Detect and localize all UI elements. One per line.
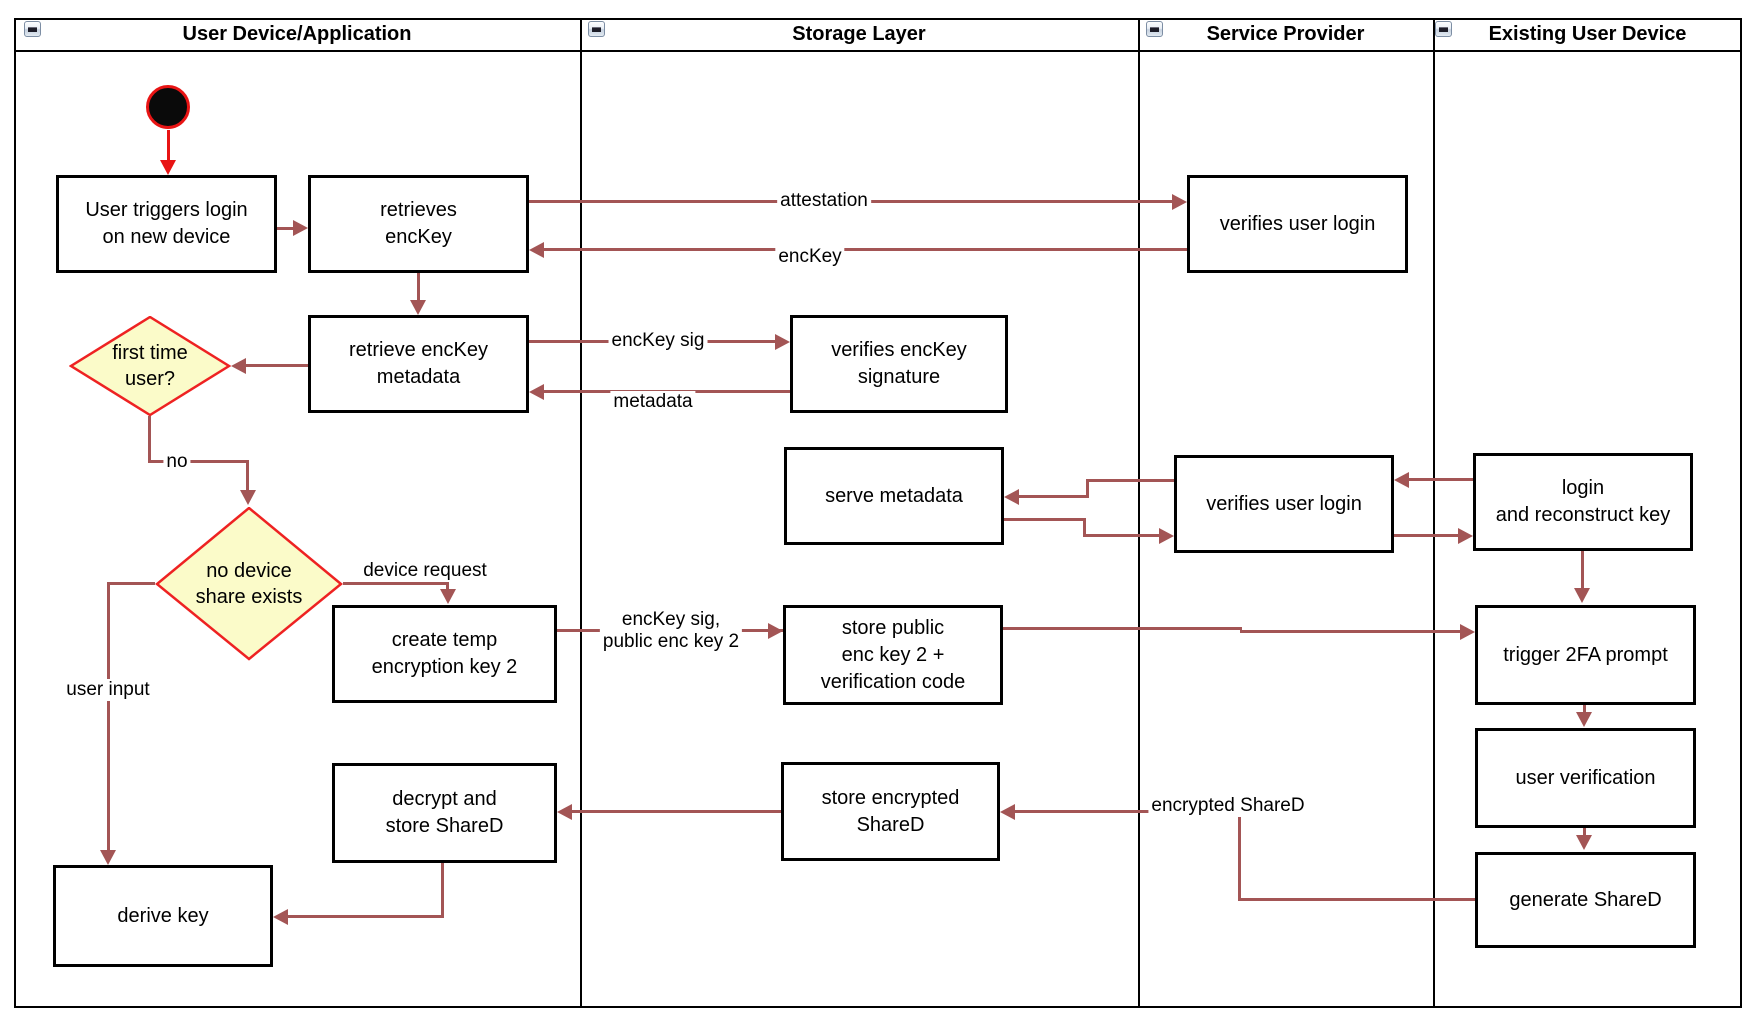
node-login-reconstruct-key[interactable]: login and reconstruct key bbox=[1473, 453, 1693, 551]
node-retrieve-enckey-metadata[interactable]: retrieve encKey metadata bbox=[308, 315, 529, 413]
edge-label-metadata: metadata bbox=[610, 391, 696, 413]
edge-user-input-line bbox=[107, 582, 110, 851]
node-generate-shared[interactable]: generate ShareD bbox=[1475, 852, 1696, 948]
edge-encrypted-shared-line bbox=[1238, 812, 1241, 900]
node-verifies-user-login-1[interactable]: verifies user login bbox=[1187, 175, 1408, 273]
node-verifies-user-login-2[interactable]: verifies user login bbox=[1174, 455, 1394, 553]
edge-label-device-request: device request bbox=[360, 560, 490, 582]
decision-first-time-user[interactable]: first time user? bbox=[69, 316, 231, 416]
node-trigger-2fa[interactable]: trigger 2FA prompt bbox=[1475, 605, 1696, 705]
node-store-encrypted-shared[interactable]: store encrypted ShareD bbox=[781, 762, 1000, 861]
edge-line bbox=[1583, 705, 1586, 714]
edge-line bbox=[1083, 518, 1086, 537]
node-user-triggers-login[interactable]: User triggers login on new device bbox=[56, 175, 277, 273]
edge-label-encrypted-shared: encrypted ShareD bbox=[1148, 795, 1308, 817]
edge-line bbox=[1086, 479, 1174, 482]
arrowhead bbox=[1458, 528, 1473, 544]
arrowhead bbox=[1576, 835, 1592, 850]
arrowhead bbox=[1576, 712, 1592, 727]
edge-label-no: no bbox=[163, 451, 191, 473]
lane-header-user-device: User Device/Application bbox=[182, 22, 412, 45]
edge-label-enckey-sig-public: encKey sig, public enc key 2 bbox=[599, 609, 743, 653]
edge-enckey-line bbox=[544, 248, 1187, 251]
lane-divider-3 bbox=[1433, 18, 1435, 1008]
node-retrieves-enckey[interactable]: retrieves encKey bbox=[308, 175, 529, 273]
edge-line bbox=[417, 273, 420, 301]
edge-label-attestation: attestation bbox=[777, 190, 871, 212]
arrowhead bbox=[293, 220, 308, 236]
edge-line bbox=[1086, 479, 1089, 497]
lane-header-existing-device: Existing User Device bbox=[1488, 22, 1687, 45]
collapse-minus-icon[interactable] bbox=[24, 21, 41, 37]
node-verifies-enckey-signature[interactable]: verifies encKey signature bbox=[790, 315, 1008, 413]
edge-line bbox=[1004, 518, 1086, 521]
edge-line bbox=[1583, 828, 1586, 837]
edge-label-user-input: user input bbox=[63, 679, 153, 701]
lane-divider-2 bbox=[1138, 18, 1140, 1008]
lane-header-underline bbox=[14, 50, 1742, 52]
arrowhead bbox=[1004, 489, 1019, 505]
edge-line bbox=[1409, 478, 1473, 481]
decision-label: no device share exists bbox=[195, 560, 303, 608]
edge-device-request-line bbox=[446, 582, 449, 590]
edge-no-line bbox=[148, 460, 249, 463]
arrowhead bbox=[410, 300, 426, 315]
edge-no-line bbox=[246, 460, 249, 492]
arrowhead bbox=[529, 242, 544, 258]
arrowhead bbox=[557, 804, 572, 820]
edge-start-line bbox=[167, 130, 170, 161]
edge-line bbox=[572, 810, 781, 813]
diamond-shape-icon bbox=[155, 507, 343, 661]
arrowhead bbox=[1159, 528, 1174, 544]
arrowhead bbox=[1000, 804, 1015, 820]
node-user-verification[interactable]: user verification bbox=[1475, 728, 1696, 828]
arrowhead bbox=[1460, 624, 1475, 640]
node-derive-key[interactable]: derive key bbox=[53, 865, 273, 967]
edge-line bbox=[441, 863, 444, 917]
arrowhead bbox=[1574, 588, 1590, 603]
lane-divider-1 bbox=[580, 18, 582, 1008]
edge-encrypted-shared-line bbox=[1238, 898, 1475, 901]
edge-label-enckey-sig: encKey sig bbox=[608, 330, 708, 352]
arrowhead bbox=[775, 334, 790, 350]
arrowhead bbox=[768, 623, 783, 639]
arrowhead bbox=[273, 909, 288, 925]
node-decrypt-store-shared[interactable]: decrypt and store ShareD bbox=[332, 763, 557, 863]
edge-label-enckey: encKey bbox=[775, 246, 845, 268]
arrowhead bbox=[240, 490, 256, 505]
edge-line bbox=[288, 915, 444, 918]
collapse-minus-icon[interactable] bbox=[1435, 21, 1452, 37]
arrowhead bbox=[529, 384, 544, 400]
arrowhead bbox=[1172, 194, 1187, 210]
node-store-public-key[interactable]: store public enc key 2 + verification co… bbox=[783, 605, 1003, 705]
edge-line bbox=[1581, 551, 1584, 590]
edge-line bbox=[1019, 495, 1089, 498]
diamond-shape-icon bbox=[69, 316, 231, 416]
edge-user-input-line bbox=[109, 582, 155, 585]
node-serve-metadata[interactable]: serve metadata bbox=[784, 447, 1004, 545]
edge-line bbox=[277, 227, 293, 230]
collapse-minus-icon[interactable] bbox=[588, 21, 605, 37]
arrowhead bbox=[440, 589, 456, 604]
arrowhead bbox=[160, 160, 176, 175]
arrowhead bbox=[100, 850, 116, 865]
node-create-temp-key[interactable]: create temp encryption key 2 bbox=[332, 605, 557, 703]
edge-no-line bbox=[148, 416, 151, 462]
arrowhead bbox=[1394, 472, 1409, 488]
lane-header-storage-layer: Storage Layer bbox=[792, 22, 926, 45]
edge-line bbox=[1083, 534, 1159, 537]
lane-header-service-provider: Service Provider bbox=[1206, 22, 1365, 45]
decision-label: first time user? bbox=[112, 342, 188, 390]
edge-line bbox=[1240, 630, 1460, 633]
edge-line bbox=[1003, 627, 1242, 630]
edge-line bbox=[246, 364, 308, 367]
arrowhead bbox=[231, 358, 246, 374]
edge-encrypted-shared-line bbox=[1015, 810, 1240, 813]
collapse-minus-icon[interactable] bbox=[1146, 21, 1163, 37]
start-state-icon[interactable] bbox=[146, 85, 190, 129]
edge-line bbox=[1394, 534, 1458, 537]
edge-device-request-line bbox=[343, 582, 449, 585]
decision-no-device-share[interactable]: no device share exists bbox=[155, 507, 343, 661]
